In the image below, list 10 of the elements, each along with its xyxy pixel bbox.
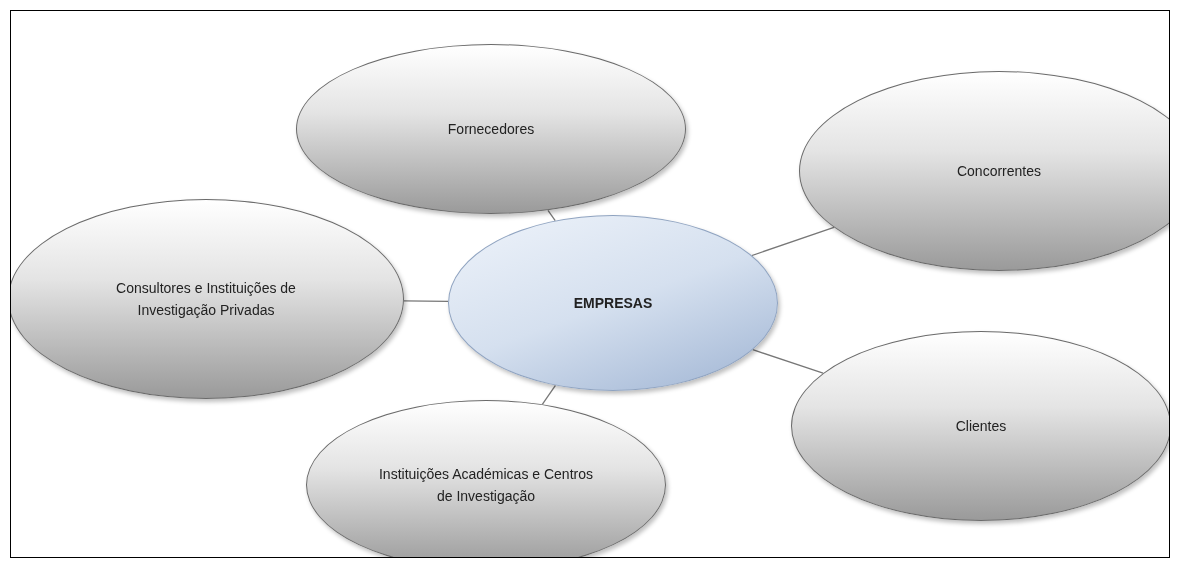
- node-label: Consultores e Instituições de Investigação Privadas: [115, 278, 297, 320]
- connector-line: [541, 384, 557, 405]
- node-label: Clientes: [955, 416, 1007, 436]
- node-label: Fornecedores: [447, 119, 535, 139]
- connector-line: [403, 300, 449, 303]
- node-label: Concorrentes: [956, 161, 1041, 181]
- connector-line: [751, 226, 835, 257]
- connector-line: [752, 349, 824, 374]
- node-label: EMPRESAS: [573, 293, 653, 313]
- node-label: Instituições Académicas e Centros de Investigação: [378, 464, 594, 506]
